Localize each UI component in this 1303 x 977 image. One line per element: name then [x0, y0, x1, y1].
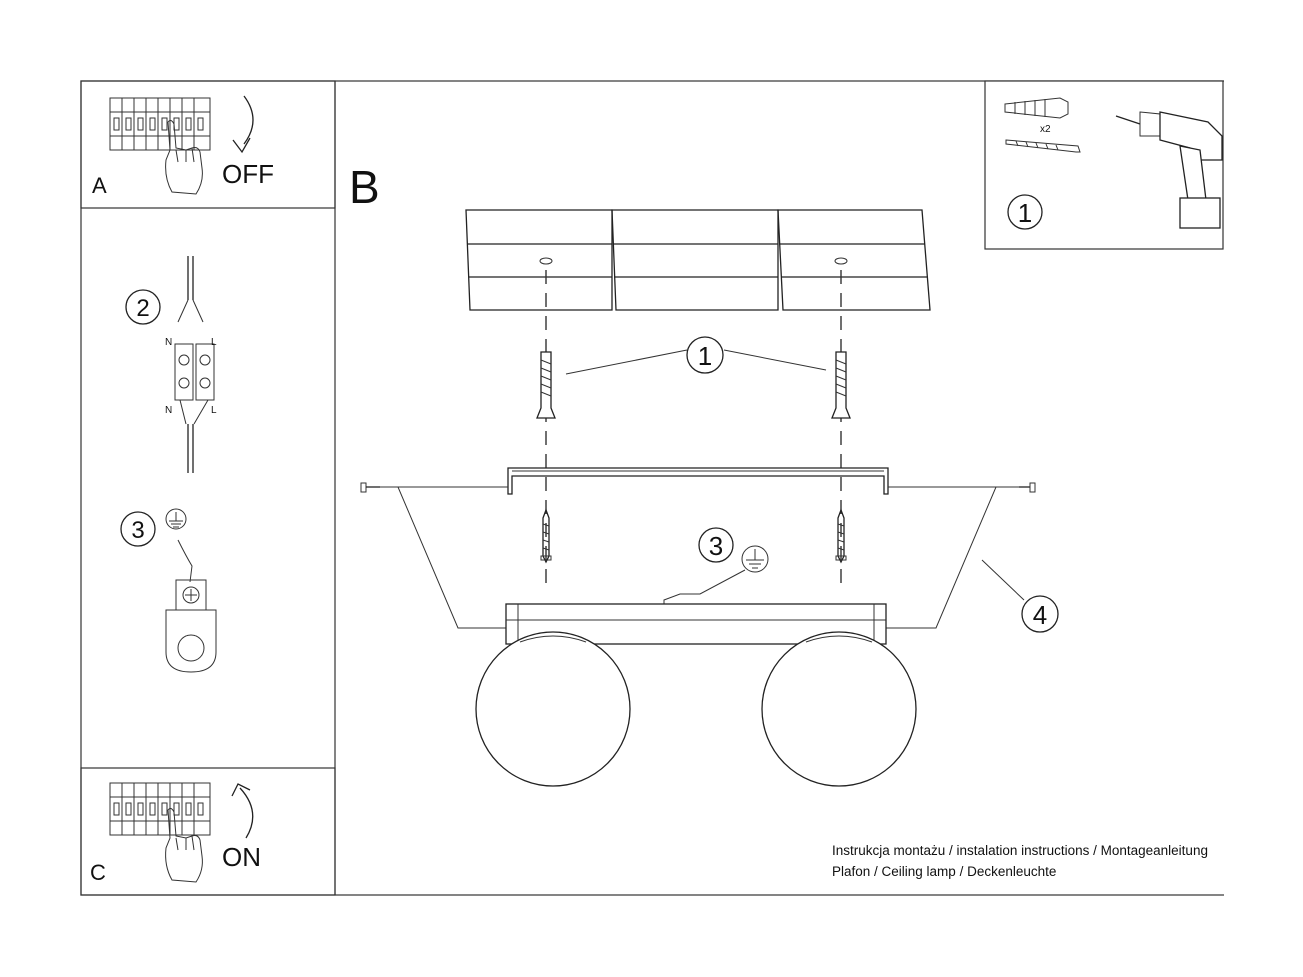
wall-plug-right	[831, 351, 851, 419]
callout-4-badge: 4	[1021, 595, 1059, 633]
callout-1-badge: 1	[686, 336, 724, 374]
circuit-breaker-icon	[109, 97, 211, 151]
side-screw-left	[360, 482, 380, 493]
earth-clamp-diagram	[165, 539, 217, 673]
wall-plug-icon	[1004, 97, 1069, 119]
svg-text:1: 1	[1018, 198, 1032, 228]
step-1-badge: 1	[1007, 194, 1043, 230]
terminal-l-top: L	[211, 337, 217, 348]
footer-line-1: Instrukcja montażu / instalation instruc…	[832, 843, 1208, 858]
circuit-breaker-icon	[109, 782, 211, 836]
drill-icon	[1115, 111, 1223, 229]
mounting-bracket	[507, 467, 889, 495]
glass-globe-left	[475, 631, 631, 787]
panel-b-letter: B	[349, 161, 380, 213]
terminal-n-bottom: N	[165, 405, 172, 416]
footer-line-2: Plafon / Ceiling lamp / Deckenleuchte	[832, 864, 1057, 879]
panel-a: OFF A	[80, 80, 336, 209]
arrow-down-icon	[243, 95, 254, 145]
quantity-label: x2	[1040, 124, 1051, 135]
step-3-badge: 3	[120, 511, 156, 547]
terminal-n-top: N	[165, 337, 172, 348]
callout-3-badge: 3	[698, 527, 734, 563]
svg-text:1: 1	[698, 341, 712, 371]
screw-icon	[1005, 139, 1081, 153]
wall-plug-left	[536, 351, 556, 419]
panel-a-off-label: OFF	[222, 159, 274, 189]
cable-left	[380, 486, 506, 629]
panel-c-on-label: ON	[222, 842, 261, 872]
ground-symbol-icon	[165, 508, 187, 530]
wiring-terminal-diagram: N L N L	[165, 256, 217, 473]
ground-symbol-icon	[741, 545, 769, 573]
glass-globe-right	[761, 631, 917, 787]
panel-c: ON C	[80, 767, 336, 896]
screw-right	[835, 508, 847, 564]
step-2-badge: 2	[125, 289, 161, 325]
terminal-l-bottom: L	[211, 405, 217, 416]
svg-text:3: 3	[709, 531, 723, 561]
svg-text:4: 4	[1033, 600, 1047, 630]
hand-icon	[165, 119, 203, 195]
side-screw-right	[1019, 482, 1036, 493]
tools-box: x2 1	[984, 80, 1224, 250]
svg-text:2: 2	[136, 295, 149, 322]
svg-text:3: 3	[131, 517, 144, 544]
footer-caption: Instrukcja montażu / instalation instruc…	[832, 840, 1222, 882]
arrow-up-icon	[239, 787, 254, 839]
panel-a-letter: A	[92, 173, 107, 198]
cable-right	[886, 486, 1019, 629]
panel-c-letter: C	[90, 860, 106, 885]
ceiling-boards	[465, 209, 931, 311]
screw-left	[540, 508, 552, 564]
hand-icon	[165, 807, 203, 883]
